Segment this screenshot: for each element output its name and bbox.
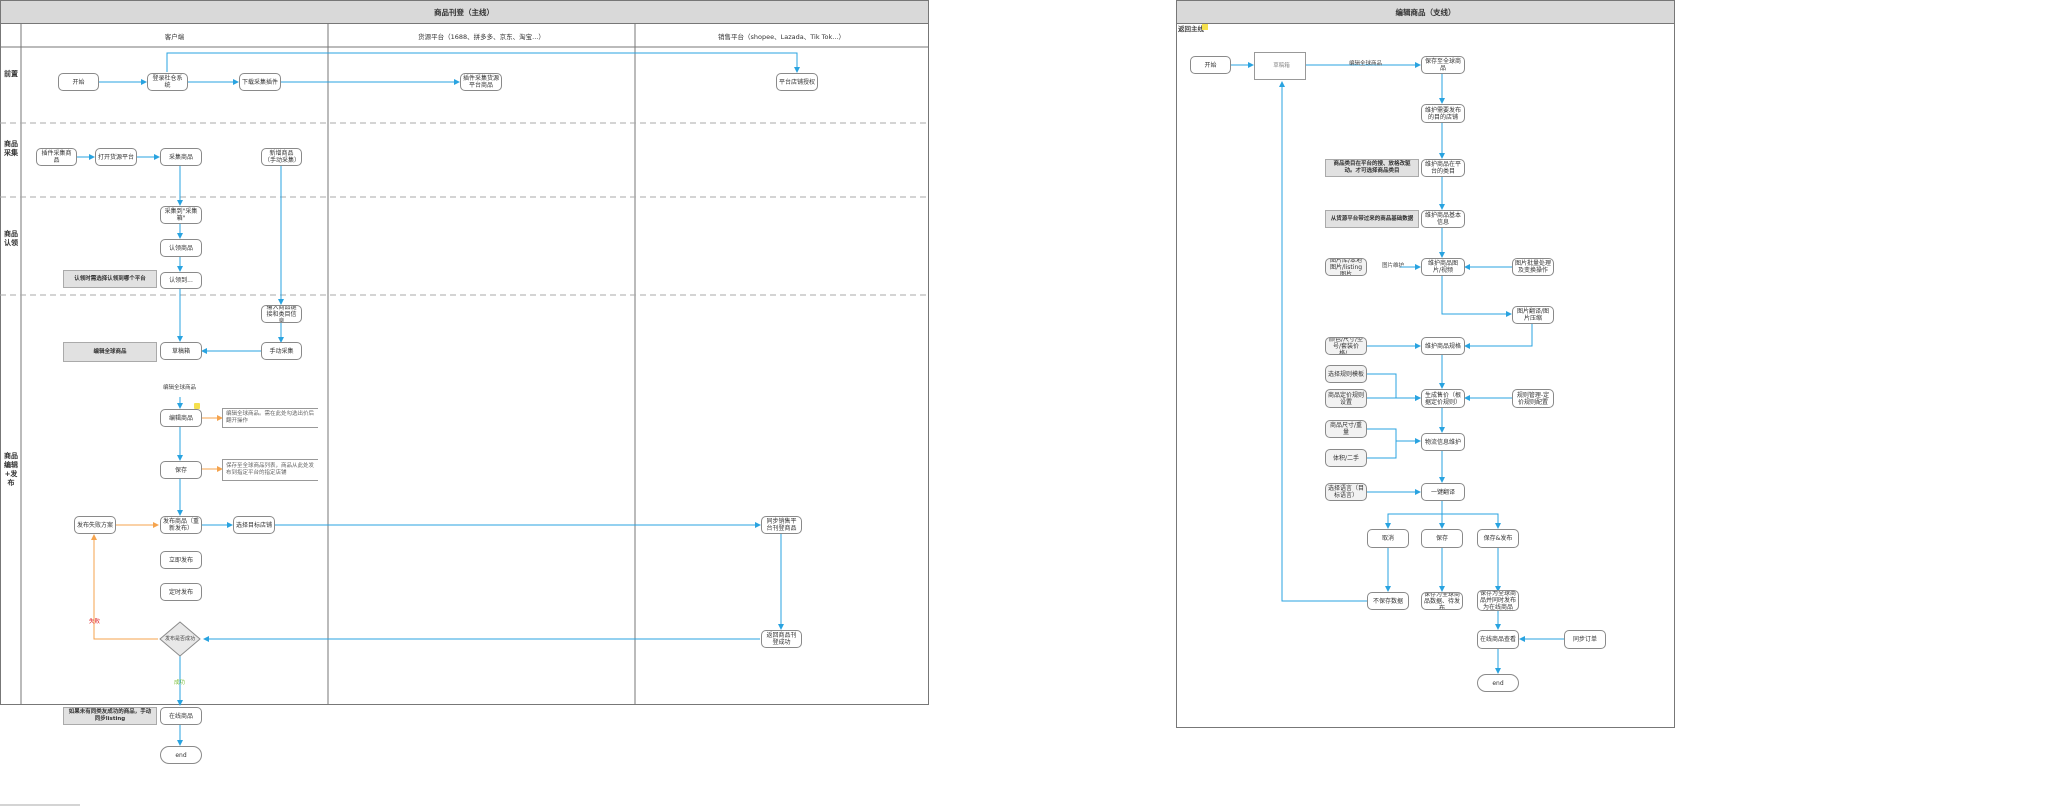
node-plugin-collect[interactable]: 插件采集商品 <box>36 148 77 166</box>
node-publish[interactable]: 发布商品（重新发布） <box>160 516 202 534</box>
node-start[interactable]: 开始 <box>58 73 99 91</box>
label-fail: 失败 <box>89 619 101 625</box>
sub-node-logistics[interactable]: 物流信息维护 <box>1421 433 1465 451</box>
sub-node-translate-lang[interactable]: 选择语言（目标语言） <box>1325 483 1367 501</box>
label-success: 成功 <box>174 680 186 686</box>
sub-node-draft[interactable]: 草稿箱 <box>1254 52 1306 80</box>
sub-node-maintain-images[interactable]: 维护商品图片/视频 <box>1421 258 1465 276</box>
note-online: 如果未有同类友成功的商品，手动同步listing <box>63 707 157 725</box>
sub-title: 编辑商品（支线） <box>1395 7 1456 17</box>
note-edit-global: 编辑全球商品 <box>63 342 157 362</box>
node-end[interactable]: end <box>160 746 202 764</box>
sub-node-save-data[interactable]: 保存为全球商品数据、待发布 <box>1421 592 1463 610</box>
sub-node-start[interactable]: 开始 <box>1190 56 1231 74</box>
sub-node-img-local[interactable]: 图片库/本地图片/listing图片 <box>1325 258 1367 276</box>
node-edit[interactable]: 编辑商品 <box>160 409 202 427</box>
sub-node-online-view[interactable]: 在线商品查看 <box>1477 630 1519 649</box>
sub-node-maintain-store[interactable]: 维护需要发布的目的店铺 <box>1421 104 1465 123</box>
sub-note-basic: 从货源平台带过来的商品基础数据 <box>1325 210 1419 228</box>
node-login-erp[interactable]: 登录杜仓系统 <box>147 73 188 91</box>
main-title: 商品刊登（主线） <box>434 7 494 17</box>
sub-node-weight[interactable]: 体积/二手 <box>1325 449 1367 467</box>
node-return-result[interactable]: 返回商品刊登成功 <box>761 630 802 648</box>
row-header-collect: 商品采集 <box>4 140 18 157</box>
bracket-edit: 编辑全球商品。需在此处勾选出价后翻开操作 <box>222 408 318 428</box>
node-claimed[interactable]: 认领到... <box>160 272 202 289</box>
sub-node-cancel[interactable]: 取消 <box>1367 529 1409 548</box>
sub-node-variant-template[interactable]: 选择规则模板 <box>1325 365 1367 383</box>
back-to-main-link[interactable]: 返回主线 <box>1178 25 1204 33</box>
node-manual-add[interactable]: 新增商品（手动采集） <box>261 148 302 166</box>
node-collect-box[interactable]: 采集到"采集箱" <box>160 206 202 224</box>
sub-node-image-crop[interactable]: 图片批量处理及变换操作 <box>1512 258 1554 276</box>
main-title-bar <box>0 0 929 24</box>
sub-node-size-weight[interactable]: 商品尺寸/重量 <box>1325 420 1367 438</box>
sub-label-edit-global: 编辑全球商品 <box>1349 61 1383 67</box>
sticky-note-icon <box>194 403 200 409</box>
node-platform-auth[interactable]: 平台店铺授权 <box>776 73 818 91</box>
label-edit-global: 编辑全球商品 <box>163 385 197 391</box>
sub-node-pricing-local[interactable]: 商品定价规则设置 <box>1325 389 1367 408</box>
sticky-note-icon <box>1202 24 1208 30</box>
sub-node-save-data-publish[interactable]: 保存为全球商品并同时发布为在线商品 <box>1477 590 1519 611</box>
sub-node-save-global[interactable]: 保存至全球商品 <box>1421 56 1465 74</box>
node-draft[interactable]: 草稿箱 <box>160 342 202 360</box>
node-download-plugin[interactable]: 下载采集插件 <box>239 73 281 91</box>
node-choose-store[interactable]: 选择目标店铺 <box>233 516 275 534</box>
sub-node-image-translate[interactable]: 图片翻译/图片压缩 <box>1512 306 1554 324</box>
row-header-claim: 商品认领 <box>4 230 18 247</box>
sub-node-pricing-rule[interactable]: 规则管理-定价规则配置 <box>1512 389 1554 408</box>
node-manual-collect[interactable]: 手动采集 <box>261 342 302 360</box>
sub-node-color-size[interactable]: 颜色/尺寸/型号/套装价格/... <box>1325 337 1367 355</box>
sub-node-sync-order[interactable]: 同步订单 <box>1564 630 1606 649</box>
bracket-save: 保存至全球商品列表，商品从此处发布到指定平台的指定店铺 <box>222 459 318 481</box>
node-save[interactable]: 保存 <box>160 461 202 479</box>
sub-node-maintain-basic[interactable]: 维护商品基本信息 <box>1421 210 1465 228</box>
lane-header-source: 货源平台（1688、拼多多、京东、淘宝...） <box>418 32 545 41</box>
node-collect[interactable]: 采集商品 <box>160 148 202 166</box>
row-header-prep: 前置 <box>4 70 18 78</box>
row-header-edit-publish: 商品编辑+发布 <box>4 452 18 487</box>
node-online[interactable]: 在线商品 <box>160 707 202 725</box>
sub-node-save-publish[interactable]: 保存&发布 <box>1477 529 1519 548</box>
node-plugin-collect-source[interactable]: 插件采集货源平台商品 <box>460 73 502 91</box>
node-publish-fail-plan[interactable]: 发布失败方案 <box>74 516 116 534</box>
sub-label-image-maint: 图片维护 <box>1382 263 1405 269</box>
node-claim[interactable]: 认领商品 <box>160 239 202 257</box>
sub-node-maintain-category[interactable]: 维护商品在平台的类目 <box>1421 159 1465 177</box>
node-sync-sales[interactable]: 同步销售平台刊登商品 <box>761 516 802 534</box>
sub-node-pricing[interactable]: 生成售价（根据定价规则） <box>1421 389 1465 408</box>
node-input-link[interactable]: 输入商品链接和类目信息 <box>261 305 302 323</box>
node-instant-publish[interactable]: 立即发布 <box>160 551 202 569</box>
sub-node-end[interactable]: end <box>1477 674 1519 692</box>
node-scheduled-publish[interactable]: 定时发布 <box>160 583 202 601</box>
sub-node-maintain-spec[interactable]: 维护商品规格 <box>1421 337 1465 355</box>
lane-header-sales: 销售平台（shopee、Lazada、Tik Tok...） <box>718 32 845 41</box>
sub-node-discard[interactable]: 不保存数据 <box>1367 592 1409 610</box>
note-claim: 认领时需选择认领到哪个平台 <box>63 270 157 288</box>
publish-decision-diamond <box>159 621 201 657</box>
node-open-source[interactable]: 打开货源平台 <box>95 148 137 166</box>
sub-node-one-click-translate[interactable]: 一键翻译 <box>1421 483 1465 501</box>
sub-node-save[interactable]: 保存 <box>1421 529 1463 548</box>
sub-title-bar <box>1176 0 1675 24</box>
node-publish-decision: 发布是否成功 <box>164 636 195 642</box>
lane-header-client: 客户端 <box>164 32 185 41</box>
sub-note-category: 商品类目在平台的搜、放格改驱动。才可选择商品类目 <box>1325 159 1419 177</box>
